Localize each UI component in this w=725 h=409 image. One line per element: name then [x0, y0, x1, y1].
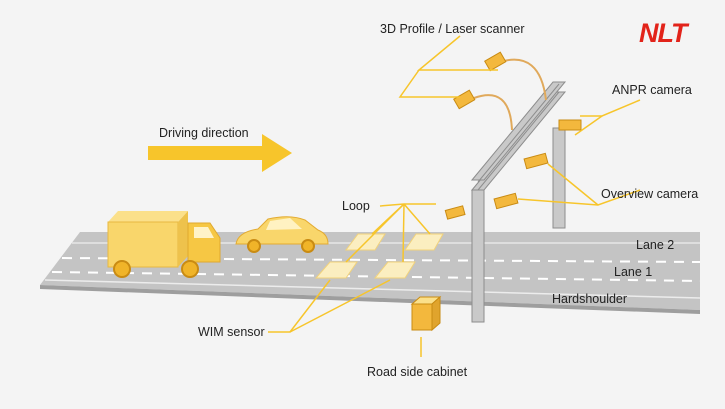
laser-scanner-label: 3D Profile / Laser scanner — [380, 22, 525, 36]
lane-1-label: Lane 1 — [614, 265, 653, 279]
nlt-logo: NLT — [639, 18, 687, 48]
loop-label: Loop — [342, 199, 370, 213]
scanner-arms — [473, 58, 547, 131]
cameras — [444, 51, 582, 220]
driving-direction-label: Driving direction — [159, 126, 249, 140]
car-illustration — [235, 216, 329, 253]
gantry — [470, 81, 567, 323]
overview-camera-label: Overview camera — [601, 187, 699, 201]
truck-illustration — [107, 211, 221, 278]
lane-2-label: Lane 2 — [636, 238, 675, 252]
anpr-camera-label: ANPR camera — [612, 83, 692, 97]
road-side-cabinet-label: Road side cabinet — [367, 365, 468, 379]
callout-lines — [268, 35, 641, 357]
hardshoulder-label: Hardshoulder — [552, 292, 628, 306]
road-side-cabinet-illustration — [410, 295, 442, 332]
driving-direction-arrow — [148, 134, 292, 172]
wim-sensor-label: WIM sensor — [198, 325, 265, 339]
